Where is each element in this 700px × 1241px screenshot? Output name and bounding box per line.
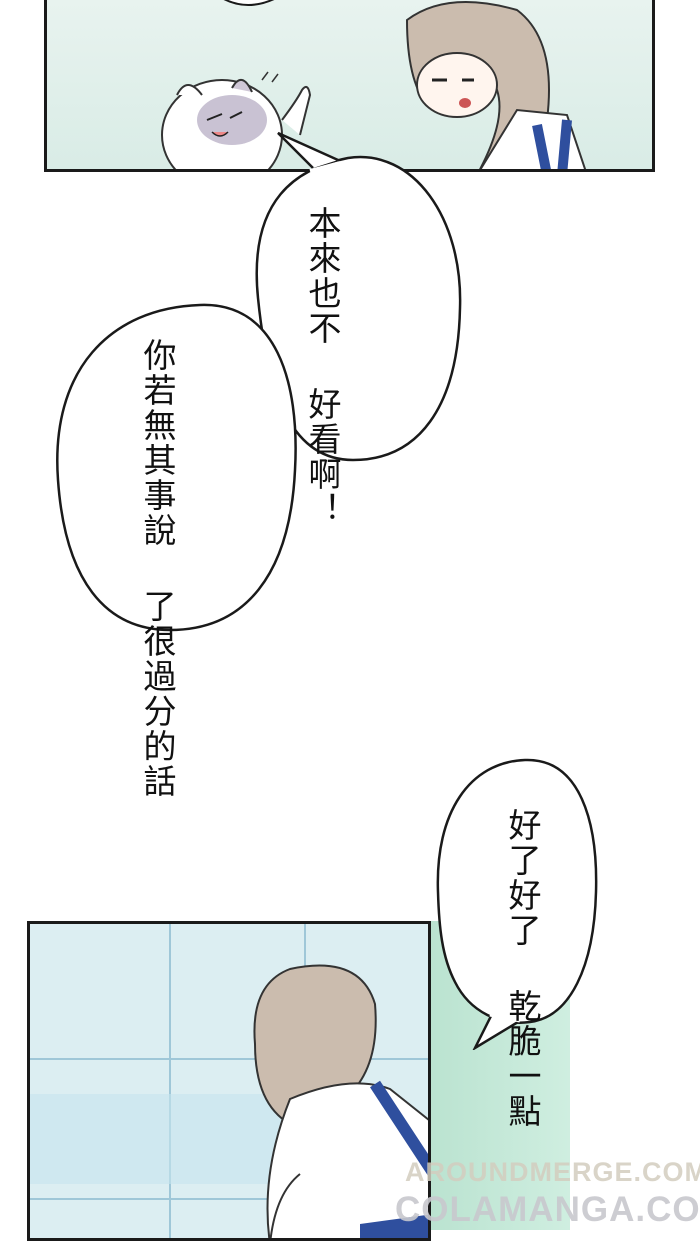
cat-illustration — [161, 71, 312, 169]
comic-panel-bottom — [27, 921, 431, 1241]
bubble-2-text: 你若無其事說 了很過分的話 — [135, 338, 179, 799]
watermark-line-2: COLAMANGA.COM — [395, 1190, 700, 1229]
speech-bubble-3 — [436, 758, 598, 1050]
speech-bubble-1 — [255, 131, 462, 462]
bubble-3-line-1: 好了好了 — [503, 808, 542, 948]
comic-panel-top — [44, 0, 655, 172]
bubble-2-line-1: 你若無其事說 — [138, 338, 177, 548]
bubble-2-line-2: 了很過分的話 — [138, 589, 177, 799]
bubble-3-text: 好了好了 乾脆一點 — [500, 808, 544, 1129]
girl-illustration — [405, 1, 587, 169]
bubble-1-line-1: 本來也不 — [303, 206, 342, 346]
watermark-line-1: AROUNDMERGE.COM — [405, 1157, 700, 1187]
panel-bottom-artwork — [30, 924, 428, 1238]
bubble-1-text: 本來也不 好看啊！ — [300, 206, 344, 527]
panel-top-artwork — [161, 0, 587, 169]
speech-bubble-2 — [56, 303, 297, 632]
bubble-3-line-2: 乾脆一點 — [503, 989, 542, 1129]
bubble-1-line-2: 好看啊！ — [303, 387, 342, 527]
girl-back-illustration — [253, 964, 428, 1238]
